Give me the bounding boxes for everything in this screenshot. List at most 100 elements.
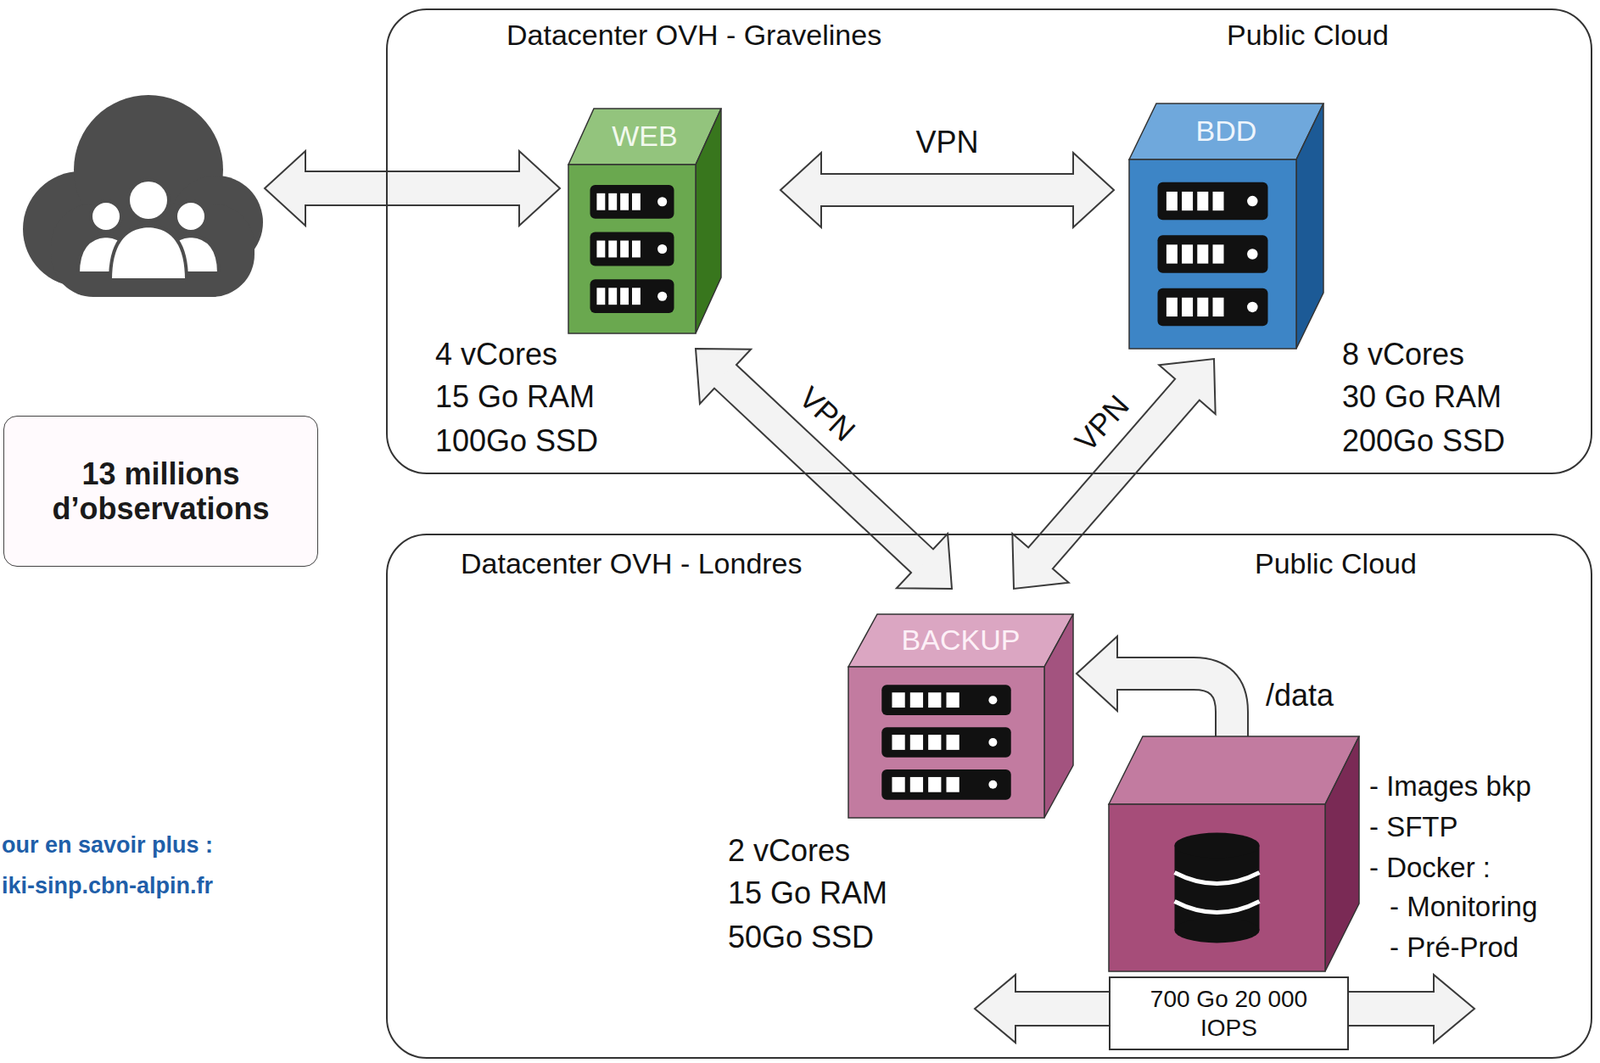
server-name: BDD [1142, 103, 1310, 160]
slot-led [988, 738, 997, 747]
slot-bar [910, 692, 924, 708]
connector-label: /data [1260, 678, 1339, 713]
drive-slot [590, 232, 675, 267]
drive-slot [881, 684, 1011, 716]
slot-bar [1213, 244, 1225, 263]
slot-bar [891, 777, 905, 793]
slot-bar [1166, 297, 1178, 317]
cube-side [695, 108, 722, 334]
slot-bar [1213, 191, 1225, 211]
arrow-head [1076, 636, 1118, 711]
slot-bar [1181, 244, 1193, 263]
arrow-head [780, 152, 822, 228]
slot-led [1247, 195, 1258, 207]
cube-front [1108, 804, 1326, 972]
spec-line: 15 Go RAM [727, 875, 888, 911]
drive-slot [590, 279, 675, 314]
slot-bar [1197, 191, 1209, 211]
slot-bar [1213, 297, 1225, 317]
slot-bar [928, 777, 941, 793]
spec-line: 15 Go RAM [435, 379, 595, 414]
slot-bar [632, 287, 641, 305]
slot-bar [608, 193, 617, 211]
cube-front [1129, 159, 1297, 349]
slot-led [988, 695, 997, 705]
slot-bar [946, 777, 960, 793]
server-name: BACKUP [862, 614, 1059, 667]
slot-bar [891, 734, 905, 750]
spec-line: 30 Go RAM [1342, 379, 1502, 414]
cube-top [1108, 736, 1360, 805]
drive-slot [590, 184, 675, 219]
cube-front [568, 164, 696, 334]
slot-bar [946, 734, 960, 750]
cube-top [848, 614, 1074, 667]
db-line [1174, 872, 1260, 884]
footer-note: our en savoir plus : [1, 831, 213, 859]
spec-line: 8 vCores [1342, 336, 1465, 372]
cube-side [1044, 614, 1074, 818]
users-icon [78, 179, 219, 280]
slot-bar [596, 193, 605, 211]
db-line [1174, 901, 1260, 913]
spec-line: 200Go SSD [1342, 423, 1505, 459]
capacity-text: 700 Go 20 000 IOPS [1144, 984, 1315, 1042]
drive-slot [1157, 234, 1268, 274]
cube-side [1325, 736, 1360, 972]
slot-led [657, 196, 667, 207]
slot-bar [1197, 297, 1209, 317]
slot-bar [620, 287, 629, 305]
connector-label: VPN [910, 125, 984, 160]
slot-led [657, 291, 667, 302]
region-title: Datacenter OVH - Gravelines [506, 18, 882, 52]
db-icon [1174, 833, 1260, 859]
spec-line: 100Go SSD [435, 423, 599, 459]
datacenter-region: Datacenter OVH - LondresPublic CloudBACK… [386, 533, 1593, 1059]
storage-item: - SFTP [1369, 811, 1459, 844]
slot-bar [632, 193, 641, 211]
database-server: BDD8 vCores30 Go RAM200Go SSD [1129, 103, 1324, 349]
access-arrow [264, 151, 560, 226]
slot-bar [928, 692, 941, 708]
server-name: WEB [581, 108, 709, 165]
cube-top [568, 108, 722, 165]
slot-bar [910, 734, 924, 750]
db-icon [1174, 917, 1260, 944]
drive-slot [881, 769, 1011, 800]
slot-bar [608, 287, 617, 305]
region-title: Public Cloud [1254, 547, 1417, 581]
count-box: 13 millions d’observations [3, 415, 319, 567]
slot-bar [1181, 191, 1193, 211]
storage-item: - Monitoring [1389, 890, 1538, 924]
slot-led [988, 780, 997, 789]
users-cloud [22, 95, 263, 297]
slot-led [1247, 248, 1258, 259]
spec-line: 4 vCores [435, 336, 558, 372]
storage-volume: - Images bkp- SFTP- Docker :- Monitoring… [1108, 736, 1360, 972]
count-text: 13 millions d’observations [4, 456, 318, 527]
slot-bar [1166, 244, 1178, 263]
slot-bar [1197, 244, 1209, 263]
drive-slot [881, 727, 1011, 758]
slot-led [657, 244, 667, 254]
slot-bar [928, 734, 941, 750]
slot-bar [946, 692, 960, 708]
spec-line: 50Go SSD [727, 919, 874, 955]
slot-bar [608, 240, 617, 258]
capacity-tag: 700 Go 20 000 IOPS [1108, 976, 1349, 1051]
storage-item: - Pré-Prod [1389, 931, 1519, 964]
arrow-outline [1114, 673, 1232, 739]
slot-bar [910, 777, 924, 793]
cube-top [1129, 103, 1324, 160]
slot-bar [596, 240, 605, 258]
cube-side [1296, 103, 1324, 349]
drive-slot [1157, 182, 1268, 221]
slot-bar [1181, 297, 1193, 317]
web-server: WEB4 vCores15 Go RAM100Go SSD [568, 108, 722, 334]
arrow-head [1073, 152, 1114, 228]
arrow-body [818, 174, 1076, 206]
arrow-body [1114, 673, 1232, 739]
connector [780, 152, 1114, 228]
region-title: Public Cloud [1226, 18, 1389, 52]
